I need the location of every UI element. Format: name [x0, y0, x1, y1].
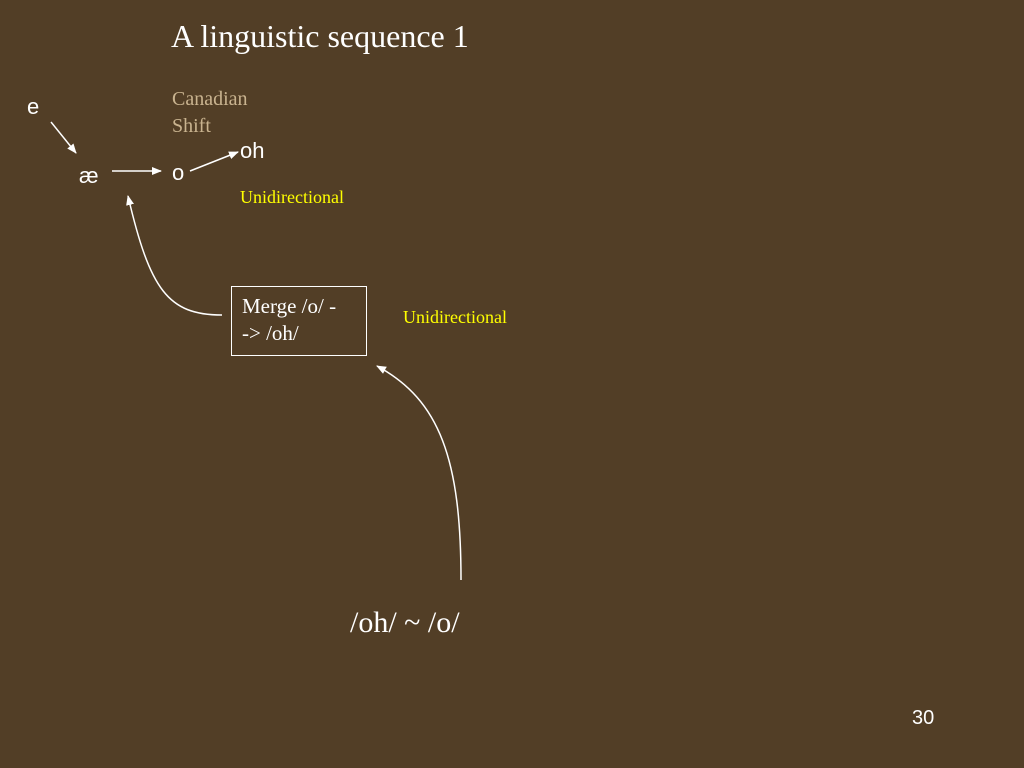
canadian-shift-label: Canadian Shift — [172, 88, 248, 137]
arrow-o-to-oh — [189, 151, 239, 172]
vowel-ae: æ — [79, 163, 99, 188]
merge-box: Merge /o/ - -> /oh/ — [231, 286, 367, 356]
arrow-e-to-ae — [50, 121, 77, 154]
page-number: 30 — [912, 707, 935, 729]
vowel-o: o — [172, 160, 185, 185]
unidirectional-label-shift: Unidirectional — [240, 187, 344, 207]
merge-box-line-2: -> /oh/ — [242, 321, 299, 345]
vowel-e: e — [27, 94, 40, 119]
variation-formula: /oh/ ~ /o/ — [350, 606, 460, 639]
arrow-merge-to-ae — [126, 195, 223, 316]
unidirectional-label-merge: Unidirectional — [403, 307, 507, 327]
merge-box-line-1: Merge /o/ - — [242, 294, 337, 318]
vowel-oh: oh — [240, 138, 265, 163]
arrow-formula-to-merge — [376, 365, 462, 581]
slide-title: A linguistic sequence 1 — [171, 18, 469, 54]
